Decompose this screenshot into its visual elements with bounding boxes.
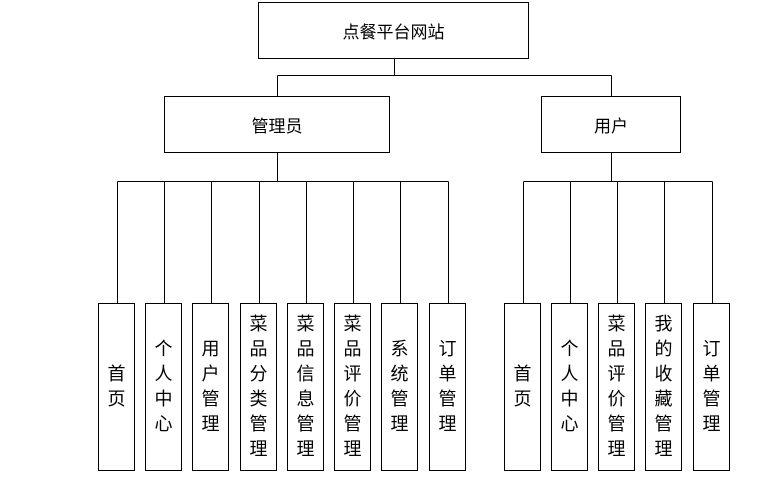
user-label: 用户 — [594, 117, 628, 137]
leaf-label-char: 管 — [201, 389, 220, 410]
root-label: 点餐平台网站 — [342, 23, 445, 43]
leaf-label-char: 系 — [390, 339, 409, 360]
leaf-label-char: 心 — [560, 414, 579, 435]
leaf-label-char: 订 — [438, 339, 457, 360]
admin-node: 管理员 — [164, 96, 390, 153]
leaf-label-char: 价 — [607, 389, 626, 410]
leaf-label-char: 我 — [654, 314, 673, 335]
leaf-label-char: 菜 — [607, 314, 626, 335]
leaf-label-char: 管 — [249, 414, 268, 435]
leaf-label-char: 的 — [654, 339, 673, 360]
leaf-label-char: 理 — [249, 439, 268, 460]
leaf-label-char: 理 — [390, 414, 409, 435]
leaf-label-char: 评 — [343, 364, 362, 385]
leaf-label-char: 品 — [249, 339, 268, 360]
leaf-label-char: 单 — [702, 364, 721, 385]
leaf-label-char: 评 — [607, 364, 626, 385]
leaf-node: 订单管理 — [429, 303, 466, 471]
leaf-label-char: 单 — [438, 364, 457, 385]
leaf-node: 菜品信息管理 — [287, 303, 324, 471]
leaf-label-char: 管 — [390, 389, 409, 410]
leaf-label-char: 统 — [390, 364, 409, 385]
leaf-label-char: 类 — [249, 389, 268, 410]
leaf-node: 菜品分类管理 — [240, 303, 277, 471]
leaf-label-char: 菜 — [343, 314, 362, 335]
leaf-label-char: 菜 — [296, 314, 315, 335]
leaf-label-char: 收 — [654, 364, 673, 385]
leaf-node: 个人中心 — [551, 303, 588, 471]
user-node: 用户 — [541, 96, 681, 153]
leaf-label-char: 管 — [607, 414, 626, 435]
leaf-node: 首页 — [98, 303, 135, 471]
leaf-label-char: 个 — [560, 339, 579, 360]
leaf-node: 个人中心 — [145, 303, 182, 471]
leaf-label-char: 心 — [154, 414, 173, 435]
leaf-label-char: 价 — [343, 389, 362, 410]
admin-label: 管理员 — [251, 117, 303, 137]
leaf-label-char: 藏 — [654, 389, 673, 410]
leaf-node: 订单管理 — [693, 303, 730, 471]
leaf-label-char: 订 — [702, 339, 721, 360]
leaf-node: 首页 — [504, 303, 541, 471]
leaf-label-char: 中 — [154, 389, 173, 410]
leaf-label-char: 息 — [296, 389, 315, 410]
leaf-label-char: 理 — [607, 439, 626, 460]
leaf-label-char: 管 — [296, 414, 315, 435]
leaf-label-char: 品 — [607, 339, 626, 360]
leaf-label-char: 中 — [560, 389, 579, 410]
leaf-label-char: 菜 — [249, 314, 268, 335]
leaf-label-char: 个 — [154, 339, 173, 360]
leaf-label-char: 页 — [513, 389, 532, 410]
leaf-label-char: 首 — [107, 364, 126, 385]
leaf-label-char: 户 — [201, 364, 220, 385]
leaf-label-char: 管 — [343, 414, 362, 435]
leaf-label-char: 信 — [296, 364, 315, 385]
leaf-label-char: 品 — [343, 339, 362, 360]
leaf-node: 菜品评价管理 — [598, 303, 635, 471]
leaf-label-char: 管 — [702, 389, 721, 410]
leaf-label-char: 首 — [513, 364, 532, 385]
root-node: 点餐平台网站 — [258, 2, 529, 59]
leaf-label-char: 理 — [438, 414, 457, 435]
leaf-label-char: 理 — [343, 439, 362, 460]
leaf-label-char: 管 — [654, 414, 673, 435]
leaf-node: 菜品评价管理 — [334, 303, 371, 471]
leaf-label-char: 人 — [154, 364, 173, 385]
leaf-label-char: 用 — [201, 339, 220, 360]
leaf-node: 我的收藏管理 — [645, 303, 682, 471]
leaf-label-char: 理 — [654, 439, 673, 460]
leaf-label-char: 页 — [107, 389, 126, 410]
leaf-label-char: 管 — [438, 389, 457, 410]
leaf-label-char: 理 — [201, 414, 220, 435]
leaf-label-char: 品 — [296, 339, 315, 360]
leaf-label-char: 分 — [249, 364, 268, 385]
leaf-node: 用户管理 — [192, 303, 229, 471]
leaf-label-char: 理 — [296, 439, 315, 460]
leaf-label-char: 人 — [560, 364, 579, 385]
leaf-label-char: 理 — [702, 414, 721, 435]
leaf-node: 系统管理 — [381, 303, 418, 471]
